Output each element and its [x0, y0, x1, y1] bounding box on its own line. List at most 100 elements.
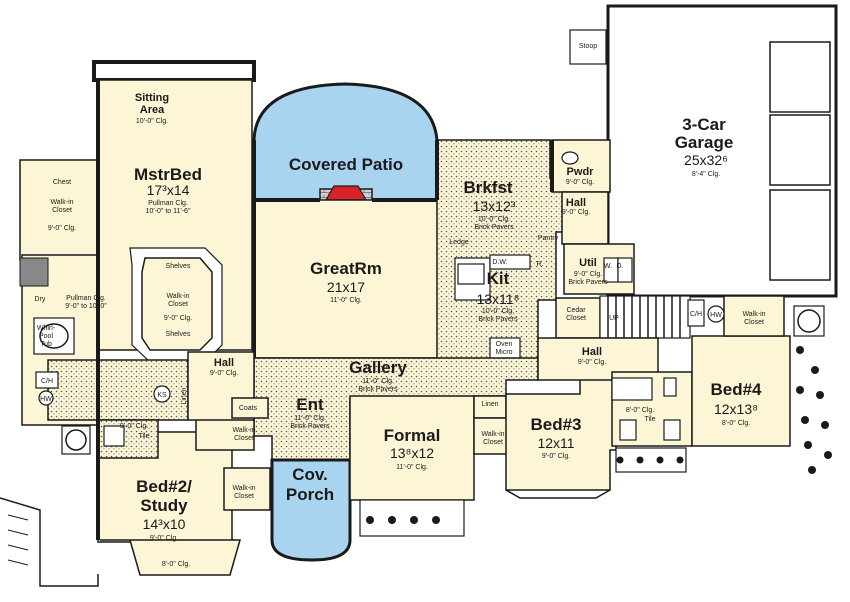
label-walkin-mstr-2: Closet	[52, 207, 72, 214]
label-hall-mstr-ceiling: 9'-0" Clg.	[210, 370, 238, 377]
label-whirl-2: Pool	[39, 333, 53, 340]
label-linen2: Linen	[481, 401, 498, 408]
label-sitting-area-2: Area	[140, 104, 165, 116]
label-util-floor: Brick Pavers	[568, 279, 608, 286]
label-bed3: Bed#3	[530, 415, 581, 434]
label-bed3-dims: 12x11	[537, 435, 574, 451]
label-walkin-formal-2: Closet	[483, 439, 503, 446]
label-hw-master: HW	[40, 396, 52, 403]
label-hall-bed: Hall	[582, 346, 602, 358]
label-brkfst-dims: 13x12³	[473, 198, 516, 214]
label-whirl-1: Whirl-	[37, 325, 56, 332]
label-bed3-ceiling: 9'-0" Clg.	[542, 453, 570, 460]
label-garage-2: Garage	[675, 133, 734, 152]
ac-unit-west	[61, 425, 91, 455]
label-r: R.	[537, 261, 544, 268]
label-walkin-bed2-2: Closet	[234, 493, 254, 500]
label-formal: Formal	[384, 426, 441, 445]
label-dw: D.W.	[492, 259, 507, 266]
label-dry: Dry	[35, 296, 46, 303]
dryer	[617, 257, 633, 283]
label-bed4-dims: 12x13⁸	[714, 401, 758, 417]
ac-unit-east	[793, 305, 825, 337]
bed4-room	[691, 335, 791, 447]
label-walkin-center-ceiling: 9'-0" Clg.	[164, 315, 192, 322]
label-greatrm-dims: 21x17	[327, 279, 365, 295]
label-pwdr: Pwdr	[567, 166, 595, 178]
label-bed2-ceiling: 9'-0" Clg.	[150, 535, 178, 542]
label-brkfst-floor: Brick Pavers	[474, 224, 514, 231]
ks-stool	[153, 385, 171, 403]
label-walkin-bed4-2: Closet	[744, 319, 764, 326]
label-linen1: Linen	[181, 387, 188, 404]
label-hall-kit: Hall	[566, 197, 586, 209]
label-bed4: Bed#4	[710, 380, 762, 399]
label-ent-floor: Brick Pavers	[290, 423, 330, 430]
label-greatrm-ceiling: 11'-0" Clg.	[330, 297, 362, 304]
label-garage-1: 3-Car	[682, 115, 726, 134]
stoop	[569, 29, 607, 65]
label-hall-bed-ceiling: 9'-0" Clg.	[578, 359, 606, 366]
label-kit-floor: Brick Pavers	[478, 316, 518, 323]
label-gallery: Gallery	[349, 358, 407, 377]
label-gallery-floor: Brick Pavers	[358, 386, 398, 393]
label-ch-master: C/H	[41, 378, 53, 385]
label-bay-ceiling: 8'-0" Clg.	[162, 561, 190, 568]
label-ch-bed: C/H	[690, 311, 702, 318]
label-walkin-mstr-1: Walk-in	[50, 199, 73, 206]
label-ks: KS	[157, 392, 167, 399]
label-walkin-hall-2: Closet	[234, 435, 254, 442]
label-tile-mstr-floor: Tile	[138, 433, 149, 440]
label-covered-patio: Covered Patio	[289, 155, 403, 174]
label-greatrm: GreatRm	[310, 259, 382, 278]
label-pwdr-ceiling: 9'-0" Clg.	[566, 179, 594, 186]
label-walkin-bed4-1: Walk-in	[742, 311, 765, 318]
label-ledge: Ledge	[449, 239, 469, 246]
label-mstrbed-ceiling2: 10'-0" to 11'-6"	[146, 208, 191, 215]
label-formal-ceiling: 11'-0" Clg.	[396, 464, 428, 471]
label-whirl-3: Tub	[40, 341, 52, 348]
label-garage-dims: 25x32⁶	[684, 152, 728, 168]
label-up: UP	[609, 315, 619, 322]
landscape-plants	[366, 346, 832, 524]
label-tile-mstr-ceiling: 9'-0" Clg.	[120, 423, 148, 430]
great-room-area	[253, 199, 440, 359]
label-walkin-mstr-ceiling: 9'-0" Clg.	[48, 225, 76, 232]
label-gallery-ceiling: 11'-0" Clg.	[362, 378, 394, 385]
kitchen-sink	[457, 263, 485, 285]
garage	[606, 4, 838, 298]
label-walkin-hall-1: Walk-in	[232, 427, 255, 434]
label-stoop: Stoop	[579, 43, 597, 50]
label-bed2-dims: 14³x10	[143, 516, 186, 532]
label-ent: Ent	[296, 395, 324, 414]
label-walkin-center-2: Closet	[168, 301, 188, 308]
label-w: W.	[604, 263, 612, 270]
label-cov-porch-2: Porch	[286, 485, 334, 504]
label-formal-dims: 13⁸x12	[390, 445, 434, 461]
label-cov-porch-1: Cov.	[292, 465, 328, 484]
dishwasher	[489, 254, 531, 270]
label-micro: Micro	[495, 349, 512, 356]
label-sitting-area-1: Sitting	[135, 92, 169, 104]
label-walkin-center-1: Walk-in	[166, 293, 189, 300]
label-util-ceiling: 9'-0" Clg.	[574, 271, 602, 278]
label-coats: Coats	[239, 405, 258, 412]
label-oven: Oven	[496, 341, 513, 348]
hw-master	[38, 390, 54, 406]
tub-bed	[611, 377, 653, 401]
label-hw-bed: HW	[710, 312, 722, 319]
ch-unit-bed	[687, 299, 705, 327]
formal-room	[349, 395, 475, 501]
label-garage-ceiling: 8'-4" Clg.	[692, 171, 720, 178]
label-mstrbed-dims: 17³x14	[147, 182, 190, 198]
label-chest: Chest	[53, 179, 71, 186]
dry-tile	[19, 257, 49, 287]
label-pantry: Pantry	[538, 235, 559, 242]
label-brkfst: Brkfst	[463, 178, 512, 197]
label-sitting-ceiling: 10'-0" Clg.	[136, 118, 168, 125]
label-closet-cedar: Closet	[566, 315, 586, 322]
label-bed2-2: Study	[140, 496, 188, 515]
label-bed2-1: Bed#2/	[136, 477, 192, 496]
covered-porch	[270, 458, 352, 562]
